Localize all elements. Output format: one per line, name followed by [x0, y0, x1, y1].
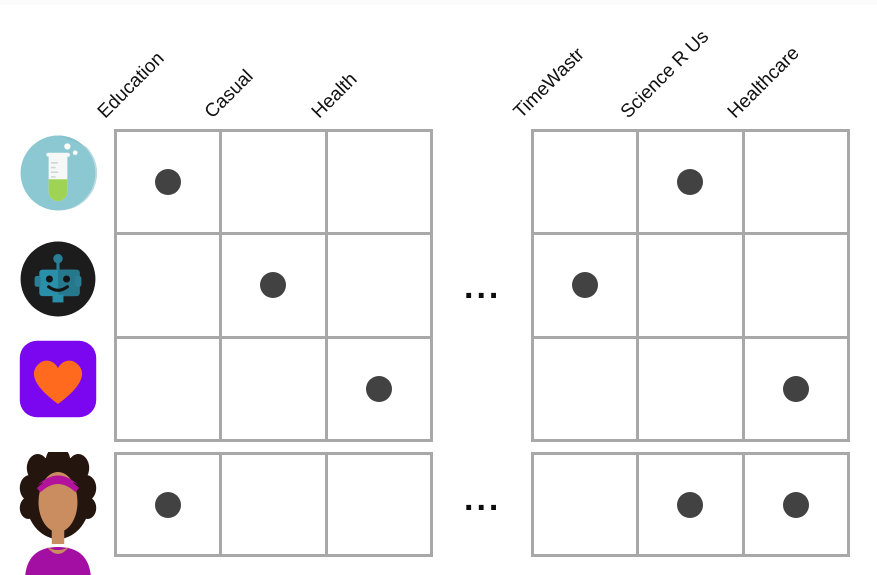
cell-person-health[interactable] — [327, 455, 433, 557]
cell-robot-casual[interactable] — [222, 235, 328, 339]
person-avatar-icon — [19, 452, 97, 575]
column-header-health: Health — [307, 69, 362, 123]
row-icon-heart — [19, 340, 97, 418]
grid-right-bottom — [531, 452, 850, 557]
cell-test-tube-education[interactable] — [117, 132, 223, 236]
mark-dot — [782, 491, 809, 518]
cell-test-tube-science-r-us[interactable] — [639, 132, 745, 236]
separator-ellipsis-bottom: ... — [464, 480, 502, 518]
column-header-education: Education — [93, 48, 169, 123]
cell-person-timewastr[interactable] — [534, 455, 640, 557]
mark-dot — [155, 169, 182, 196]
cell-robot-timewastr[interactable] — [534, 235, 640, 339]
test-tube-icon — [20, 135, 97, 211]
mark-dot — [677, 169, 704, 196]
cell-test-tube-healthcare[interactable] — [744, 132, 850, 236]
row-icon-person — [19, 452, 97, 575]
mark-dot — [782, 375, 809, 402]
cell-test-tube-casual[interactable] — [222, 132, 328, 236]
cell-person-healthcare[interactable] — [744, 455, 850, 557]
grid-left-bottom — [114, 452, 433, 557]
cell-heart-education[interactable] — [117, 338, 223, 442]
cell-test-tube-timewastr[interactable] — [534, 132, 640, 236]
cell-person-education[interactable] — [117, 455, 223, 557]
cell-person-science-r-us[interactable] — [639, 455, 745, 557]
heart-icon — [19, 340, 97, 418]
cell-test-tube-health[interactable] — [327, 132, 433, 236]
mark-dot — [572, 272, 599, 299]
cell-heart-timewastr[interactable] — [534, 338, 640, 442]
row-icon-robot — [19, 240, 97, 318]
column-header-healthcare: Healthcare — [723, 42, 804, 123]
mark-dot — [260, 272, 287, 299]
cell-robot-healthcare[interactable] — [744, 235, 850, 339]
cell-person-casual[interactable] — [222, 455, 328, 557]
cell-robot-health[interactable] — [327, 235, 433, 339]
mark-dot — [677, 491, 704, 518]
cell-heart-casual[interactable] — [222, 338, 328, 442]
cell-heart-healthcare[interactable] — [744, 338, 850, 442]
column-header-science-r-us: Science R Us — [616, 26, 714, 123]
grid-right-top — [531, 129, 850, 442]
mark-dot — [365, 375, 392, 402]
grid-left-top — [114, 129, 433, 442]
cell-heart-science-r-us[interactable] — [639, 338, 745, 442]
cell-robot-science-r-us[interactable] — [639, 235, 745, 339]
column-header-timewastr: TimeWastr — [509, 43, 589, 123]
robot-head-icon — [20, 241, 96, 317]
separator-ellipsis-top: ... — [464, 268, 502, 306]
top-band — [0, 0, 877, 5]
cell-robot-education[interactable] — [117, 235, 223, 339]
mark-dot — [155, 491, 182, 518]
row-icon-test-tube — [19, 134, 97, 212]
cell-heart-health[interactable] — [327, 338, 433, 442]
column-header-casual: Casual — [200, 66, 258, 123]
